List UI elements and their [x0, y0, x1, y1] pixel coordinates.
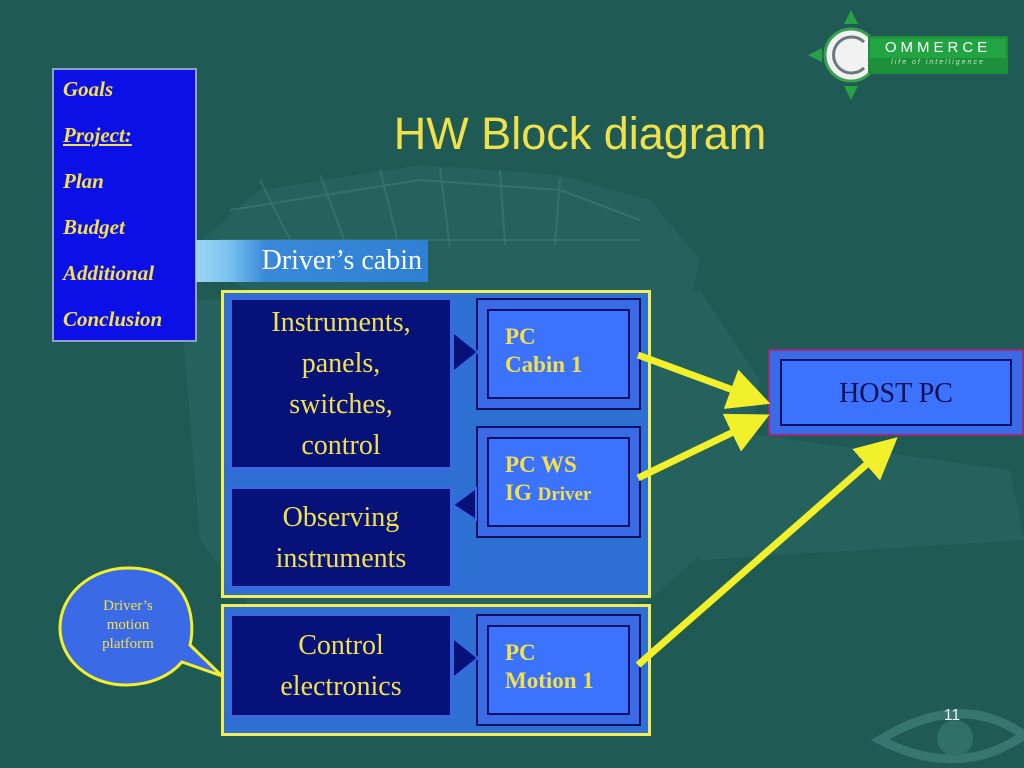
instruments-line-4: control	[301, 429, 381, 461]
callout-line-1: Driver’s	[103, 598, 153, 614]
pc-ws-line-2: IG	[505, 480, 532, 505]
instruments-line-3: switches,	[289, 388, 393, 420]
instruments-block: Instruments, panels, switches, control	[229, 297, 453, 470]
motion-platform-callout-text: Driver’s motion platform	[70, 597, 186, 654]
pc-cabin-1-line-2: Cabin 1	[505, 352, 583, 377]
pc-motion-1-line-2: Motion 1	[505, 668, 594, 693]
callout-line-2: motion	[106, 617, 150, 633]
host-pc-block: HOST PC	[768, 349, 1024, 436]
callout-line-3: platform	[102, 636, 154, 652]
host-pc-label: HOST PC	[780, 359, 1012, 426]
nav-item-conclusion[interactable]: Conclusion	[63, 307, 163, 331]
slide-title: HW Block diagram	[393, 108, 767, 159]
pc-motion-1-block: PC Motion 1	[476, 614, 641, 726]
nav-item-budget[interactable]: Budget	[63, 215, 125, 239]
pc-motion-1-line-1: PC	[505, 640, 536, 665]
nav-item-project[interactable]: Project:	[63, 123, 132, 147]
arrow-wsig-to-host	[636, 413, 770, 482]
nav-item-plan[interactable]: Plan	[63, 169, 104, 193]
commerce-logo	[808, 10, 1008, 100]
observing-line-2: instruments	[275, 542, 407, 574]
instruments-line-1: Instruments,	[271, 306, 411, 338]
logo-arrow-down-icon	[844, 86, 858, 100]
drivers-cabin-label: Driver’s cabin	[196, 240, 428, 282]
arrow-cabin1-to-host	[636, 351, 771, 409]
arrow-motion1-to-host	[635, 437, 898, 668]
control-line-2: electronics	[280, 670, 402, 702]
logo-tagline: life of intelligence	[891, 59, 985, 66]
pc-ws-line-1: PC WS	[505, 452, 577, 477]
logo-arrow-up-icon	[844, 10, 858, 24]
instruments-line-2: panels,	[301, 347, 381, 379]
nav-item-goals[interactable]: Goals	[63, 77, 114, 101]
page-number: 11	[943, 707, 961, 724]
control-electronics-block: Control electronics	[229, 613, 453, 718]
logo-arrow-left-icon	[808, 48, 822, 62]
nav-item-additional[interactable]: Additional	[63, 261, 155, 285]
pc-ws-ig-driver-block: PC WS IG Driver	[476, 426, 641, 538]
control-line-1: Control	[298, 629, 384, 661]
pc-cabin-1-block: PC Cabin 1	[476, 298, 641, 410]
observing-line-1: Observing	[282, 501, 400, 533]
pc-ws-driver-label: Driver	[537, 484, 592, 505]
pc-cabin-1-line-1: PC	[505, 324, 536, 349]
section-nav-menu: Goals Project: Plan Budget Additional Co…	[52, 68, 197, 342]
logo-wordmark: OMMERCE	[884, 39, 992, 56]
observing-instruments-block: Observing instruments	[229, 486, 453, 589]
